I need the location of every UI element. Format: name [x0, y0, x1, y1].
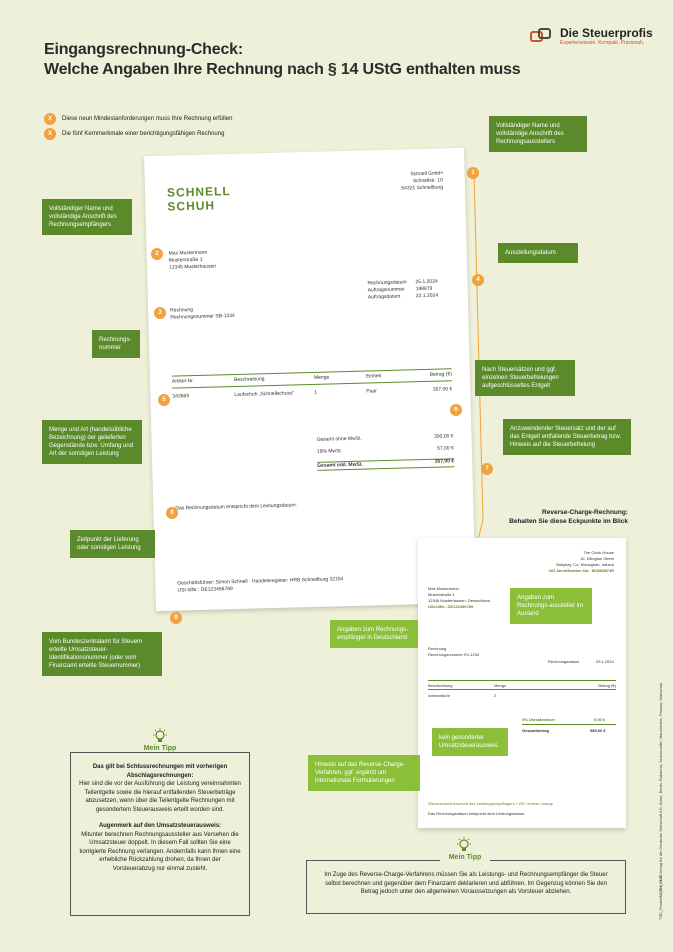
invoice-sum-values: 300,00 € 57,00 € 357,00 €	[433, 433, 455, 465]
marker-2: 2	[151, 248, 163, 260]
rc-table-rule	[428, 680, 616, 681]
rc-total-value: 589,00 €	[590, 728, 606, 733]
callout-delivery-date: Zeitpunkt der Lieferung oder sonstigen L…	[70, 530, 155, 558]
tip-heading-2: Mein Tipp	[440, 854, 490, 861]
tip-box-2: Im Zuge des Reverse-Charge-Verfahrens mü…	[306, 860, 626, 914]
callout-net-amount: Nach Steuersätzen und ggf. einzelnen Ste…	[475, 360, 575, 396]
callout-sender: Vollständiger Name und vollständige Ansc…	[489, 116, 587, 152]
table-row: Armbanduhr 2	[428, 693, 497, 698]
callout-recipient: Vollständiger Name und vollständige Ansc…	[42, 199, 132, 235]
rc-callout-no-vat: kein gesonderter Umsatzsteuerausweis	[432, 728, 508, 756]
poster-code: TSK_Poster-M_EN_0124	[658, 874, 663, 920]
marker-7: 7	[481, 463, 493, 475]
rc-callout-issuer: Angaben zum Rechnungs-aussteller im Ausl…	[510, 588, 592, 624]
lightbulb-icon	[457, 837, 471, 851]
marker-3: 3	[154, 307, 166, 319]
rc-total-label: Gesamtbetrag	[522, 728, 549, 733]
rc-callout-rc-note: Hinweis auf das Reverse-Charge-Verfahren…	[308, 755, 420, 791]
rc-vat-value: 0,00 €	[594, 717, 606, 722]
tip-box-1: Das gilt bei Schlussrechnungen mit vorhe…	[70, 752, 250, 916]
rc-heading: Reverse-Charge-Rechnung:Behalten Sie die…	[509, 509, 628, 525]
marker-1: 1	[467, 167, 479, 179]
marker-5: 5	[158, 394, 170, 406]
invoice-footer: Geschäftsführer: Simon Schnell · Handels…	[177, 576, 344, 594]
rc-vat-label: 0% Umsatzsteuer	[522, 717, 556, 722]
callout-issue-date: Ausstellungsdatum	[498, 243, 578, 263]
page-title: Eingangsrechnung-Check: Welche Angaben I…	[44, 41, 521, 78]
rc-date-label: Rechnungsdatum	[548, 659, 580, 664]
callout-tax-rate: Anzuwendender Steuersatz und der auf das…	[503, 419, 631, 455]
rc-delivery-note: Das Rechnungsdatum entspricht dem Leistu…	[428, 811, 526, 816]
legend-marker: X	[44, 128, 56, 140]
table-row: 343869 Laufschuh „Schnellschuss“ 1 Paar …	[172, 386, 453, 400]
callout-vat-id: Vom Bundeszentralamt für Steuern erteilt…	[42, 632, 162, 676]
brand-tagline: Expertenwissen. Kompakt. Praxisnah.	[560, 40, 645, 46]
legend-marker: X	[44, 113, 56, 125]
invoice-delivery-note: Das Rechnungsdatum entspricht dem Leistu…	[175, 502, 298, 512]
brand-name: Die Steuerprofis	[560, 26, 653, 40]
callout-invoice-number: Rechnungs-nummer	[92, 330, 140, 358]
rc-callout-recipient: Angaben zum Rechnungs-empfänger in Deuts…	[330, 620, 418, 648]
marker-9: 9	[170, 612, 182, 624]
marker-4: 4	[472, 274, 484, 286]
legend-item-core-features: X Die fünf Kernmerkmale einer berichtigu…	[44, 128, 224, 140]
rc-reverse-charge-note: Steuerschuldnerschaft des Leistungsempfä…	[428, 801, 553, 806]
rc-total-rule	[522, 724, 616, 725]
marker-8: 8	[166, 507, 178, 519]
brand-logo-icon	[530, 28, 551, 42]
tip-heading-1: Mein Tipp	[135, 745, 185, 752]
rc-date-value: 25.1.2024	[596, 659, 614, 664]
callout-quantity: Menge und Art (handelsübliche Bezeichnun…	[42, 420, 142, 464]
rc-table-header: Beschreibung Menge Betrag (€)	[428, 683, 616, 688]
rc-table-rule-2	[428, 689, 616, 690]
copyright-text: © 2024 VNR Verlag für die Deutsche Wirts…	[658, 682, 663, 900]
legend-item-requirements: X Diese neun Mindestanforderungen muss I…	[44, 113, 232, 125]
lightbulb-icon	[153, 728, 167, 742]
marker-6: 6	[450, 404, 462, 416]
